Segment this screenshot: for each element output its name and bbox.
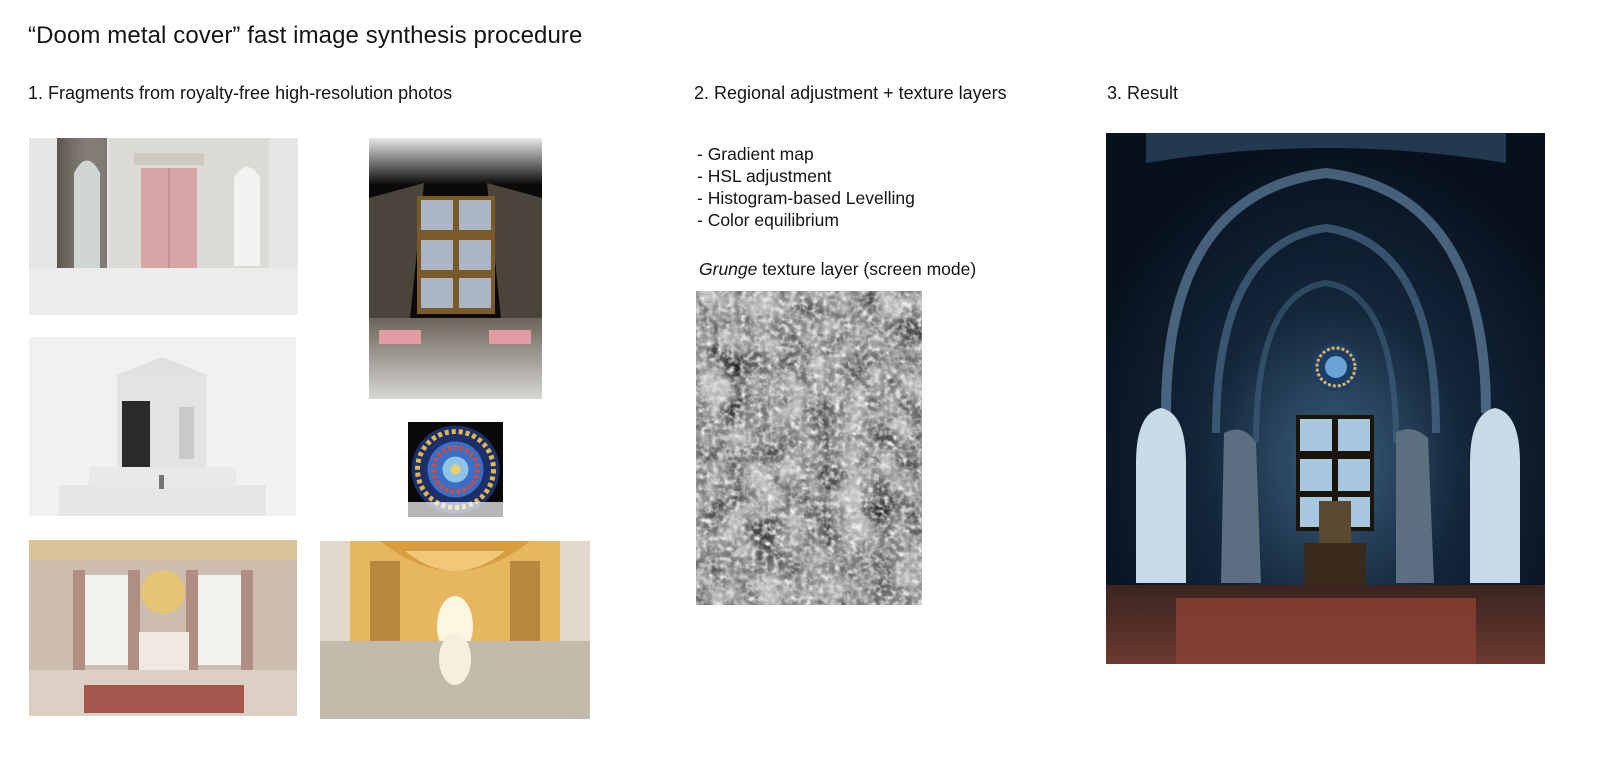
fragment-chandelier-hall [29,540,297,716]
adjustment-item: - Gradient map [697,144,814,164]
fragment-vaulted-corridor [320,541,590,719]
step2-heading: 2. Regional adjustment + texture layers [694,83,1007,103]
fragment-rose-window [408,422,503,517]
adjustment-list: - Gradient map - HSL adjustment - Histog… [697,143,915,231]
adjustment-item: - Color equilibrium [697,210,839,230]
page-title: “Doom metal cover” fast image synthesis … [28,22,583,49]
grunge-texture [696,291,922,605]
fragment-castle-doorway [29,138,298,315]
step1-heading: 1. Fragments from royalty-free high-reso… [28,83,453,103]
texture-caption: Grunge texture layer (screen mode) [699,259,976,280]
texture-caption-italic: Grunge [699,259,758,279]
texture-caption-rest: texture layer (screen mode) [757,259,977,279]
result-image [1106,133,1545,664]
adjustment-item: - Histogram-based Levelling [697,188,915,208]
fragment-mausoleum [29,337,296,516]
step3-heading: 3. Result [1107,83,1179,103]
fragment-attic-window [369,138,542,399]
adjustment-item: - HSL adjustment [697,166,832,186]
